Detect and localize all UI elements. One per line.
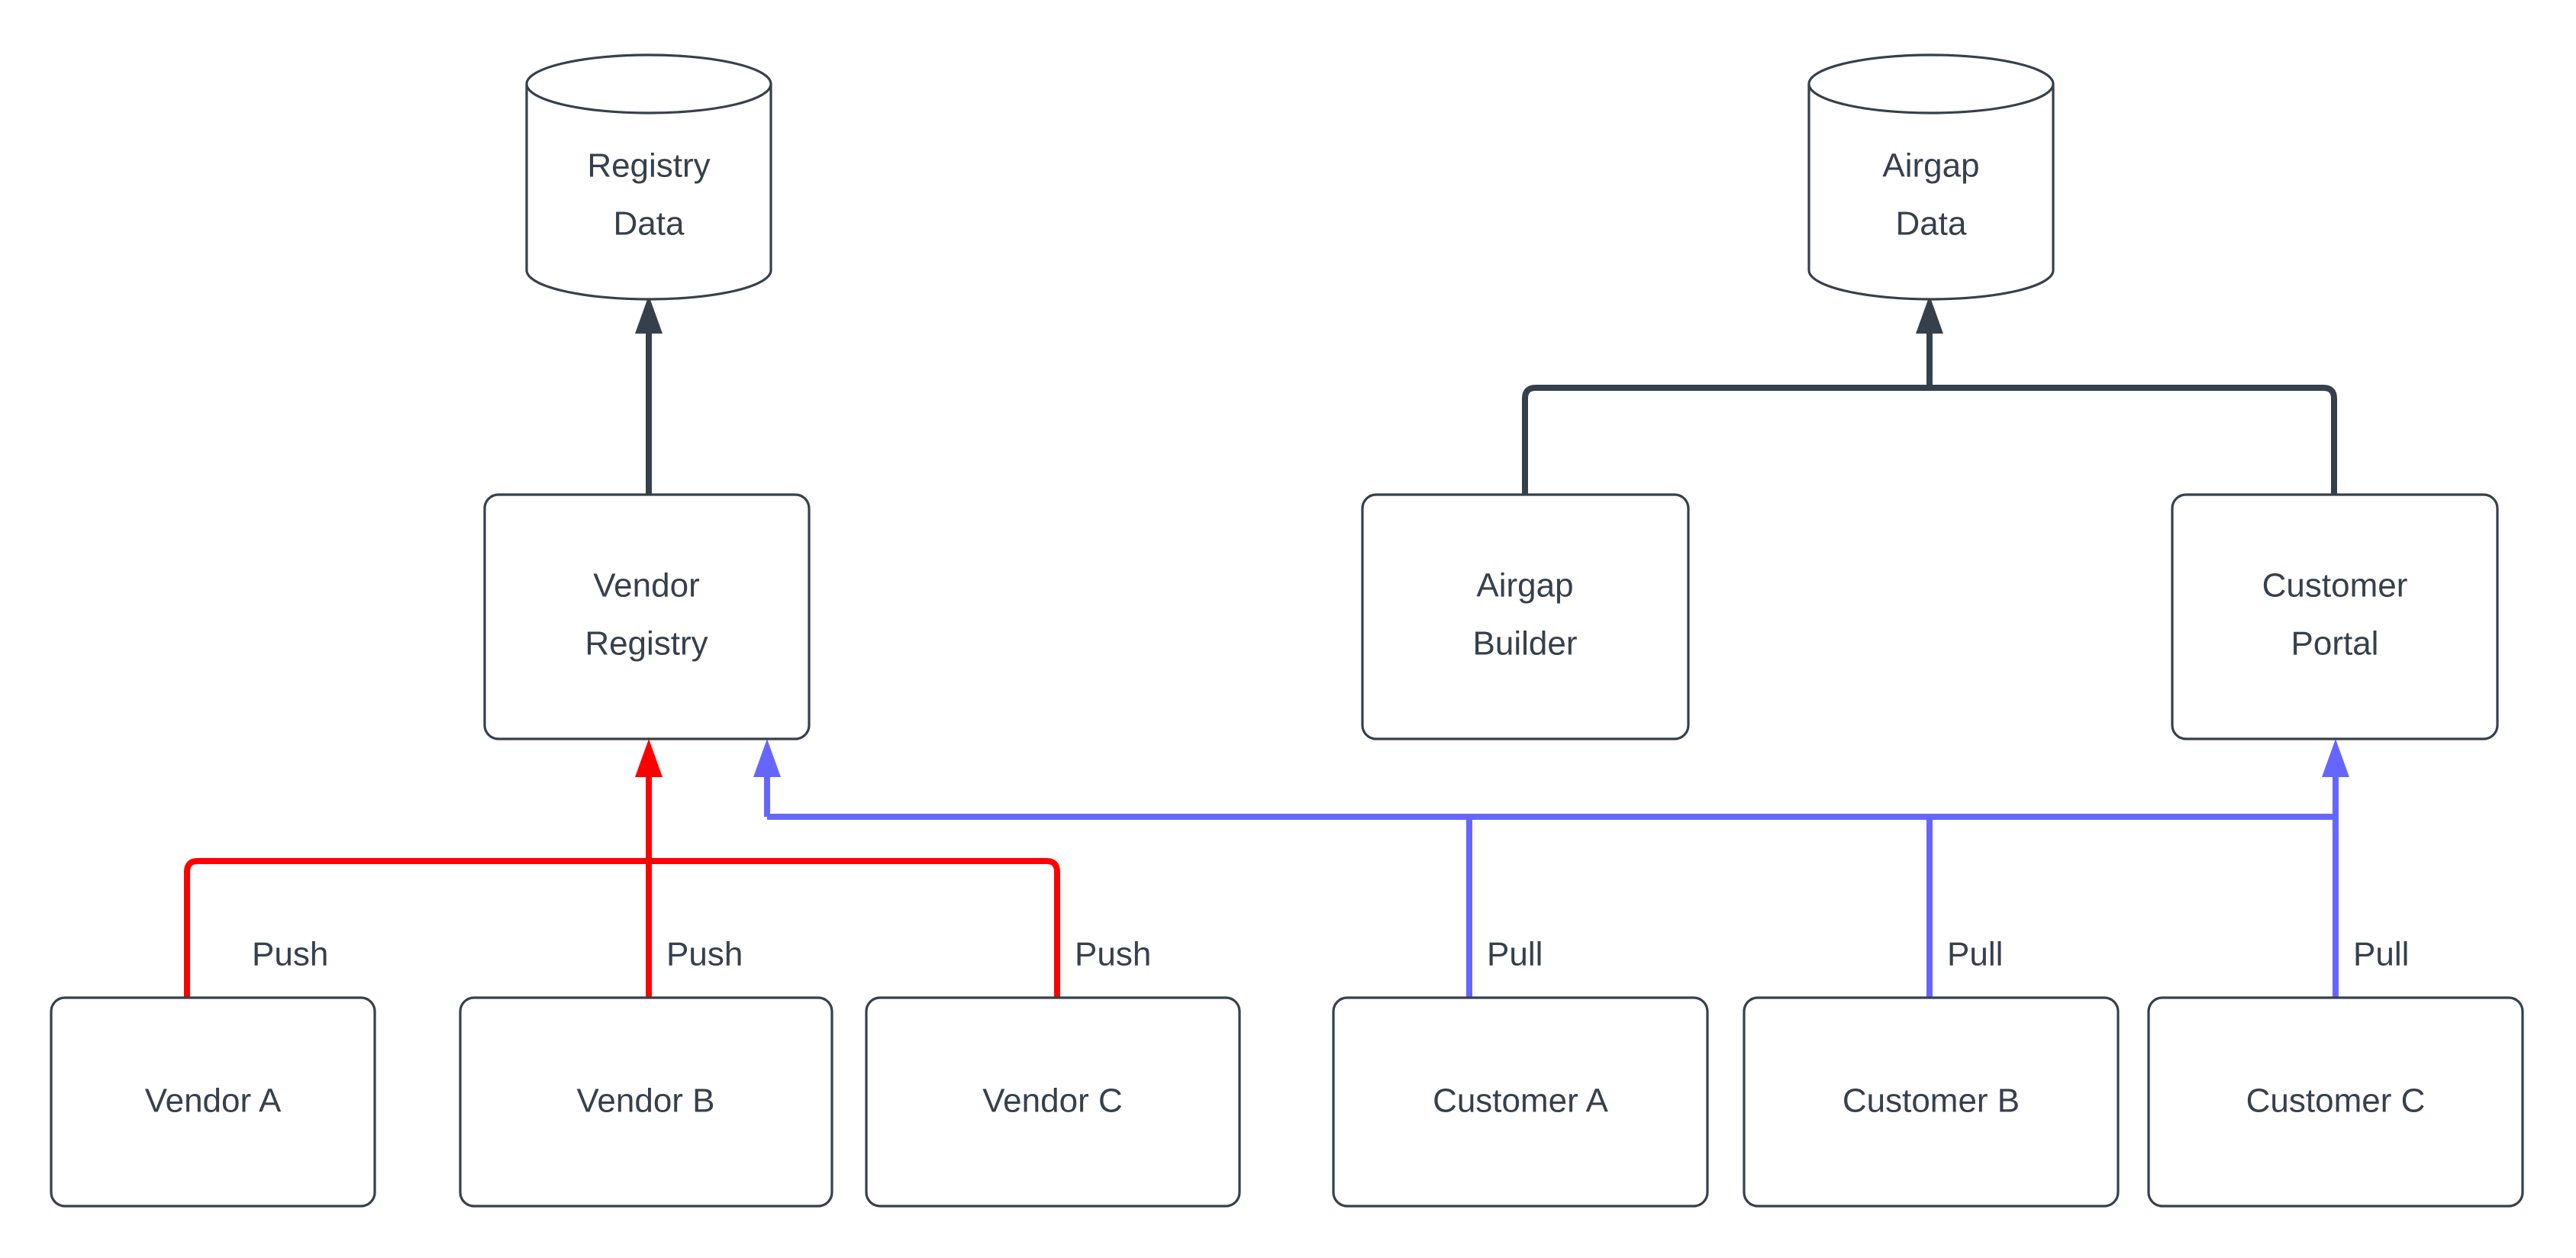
node-vendor-c-label: Vendor C [982, 1082, 1122, 1120]
node-customer-c[interactable]: Customer C [2147, 996, 2524, 1208]
edge-vendor-registry-to-registry-data [635, 295, 663, 495]
edge-push-bus-to-vendor-registry [184, 739, 1060, 998]
edge-label-pull-3: Pull [2353, 936, 2409, 973]
node-vendor-b[interactable]: Vendor B [459, 996, 833, 1208]
node-customer-portal-line2: Portal [2291, 625, 2379, 663]
edge-label-pull-1: Pull [1487, 936, 1543, 973]
datastore-registry-data[interactable]: Registry Data [525, 53, 772, 301]
node-customer-a[interactable]: Customer A [1332, 996, 1709, 1208]
node-customer-portal-line1: Customer [2262, 567, 2408, 605]
edge-pull-customer-c-to-customer-portal [2322, 739, 2349, 998]
node-vendor-b-label: Vendor B [576, 1082, 714, 1120]
node-vendor-a-label: Vendor A [145, 1082, 282, 1120]
edge-label-push-2: Push [666, 936, 743, 973]
datastore-registry-data-line1: Registry [587, 147, 710, 185]
datastore-airgap-data-line2: Data [1896, 205, 1967, 243]
node-customer-portal[interactable]: Customer Portal [2171, 493, 2499, 740]
node-vendor-c[interactable]: Vendor C [865, 996, 1241, 1208]
node-customer-b[interactable]: Customer B [1743, 996, 2120, 1208]
node-vendor-registry[interactable]: Vendor Registry [483, 493, 811, 740]
node-vendor-registry-line1: Vendor [593, 567, 699, 605]
datastore-airgap-data-line1: Airgap [1882, 147, 1979, 185]
node-vendor-registry-line2: Registry [585, 625, 708, 663]
edge-label-push-3: Push [1075, 936, 1151, 973]
edge-pull-bus-to-vendor-registry [753, 739, 2336, 998]
node-airgap-builder[interactable]: Airgap Builder [1361, 493, 1690, 740]
datastore-registry-data-line2: Data [614, 205, 685, 243]
edge-label-pull-2: Pull [1947, 936, 2003, 973]
node-airgap-builder-line2: Builder [1473, 625, 1578, 663]
node-customer-a-label: Customer A [1433, 1082, 1609, 1120]
datastore-airgap-data[interactable]: Airgap Data [1807, 53, 2055, 301]
edge-label-push-1: Push [252, 936, 328, 973]
node-customer-c-label: Customer C [2246, 1082, 2426, 1120]
node-customer-b-label: Customer B [1843, 1082, 2020, 1120]
node-airgap-builder-line1: Airgap [1476, 567, 1573, 605]
edge-airgap-branch-to-airgap-data [1522, 295, 2337, 495]
node-vendor-a[interactable]: Vendor A [50, 996, 376, 1208]
